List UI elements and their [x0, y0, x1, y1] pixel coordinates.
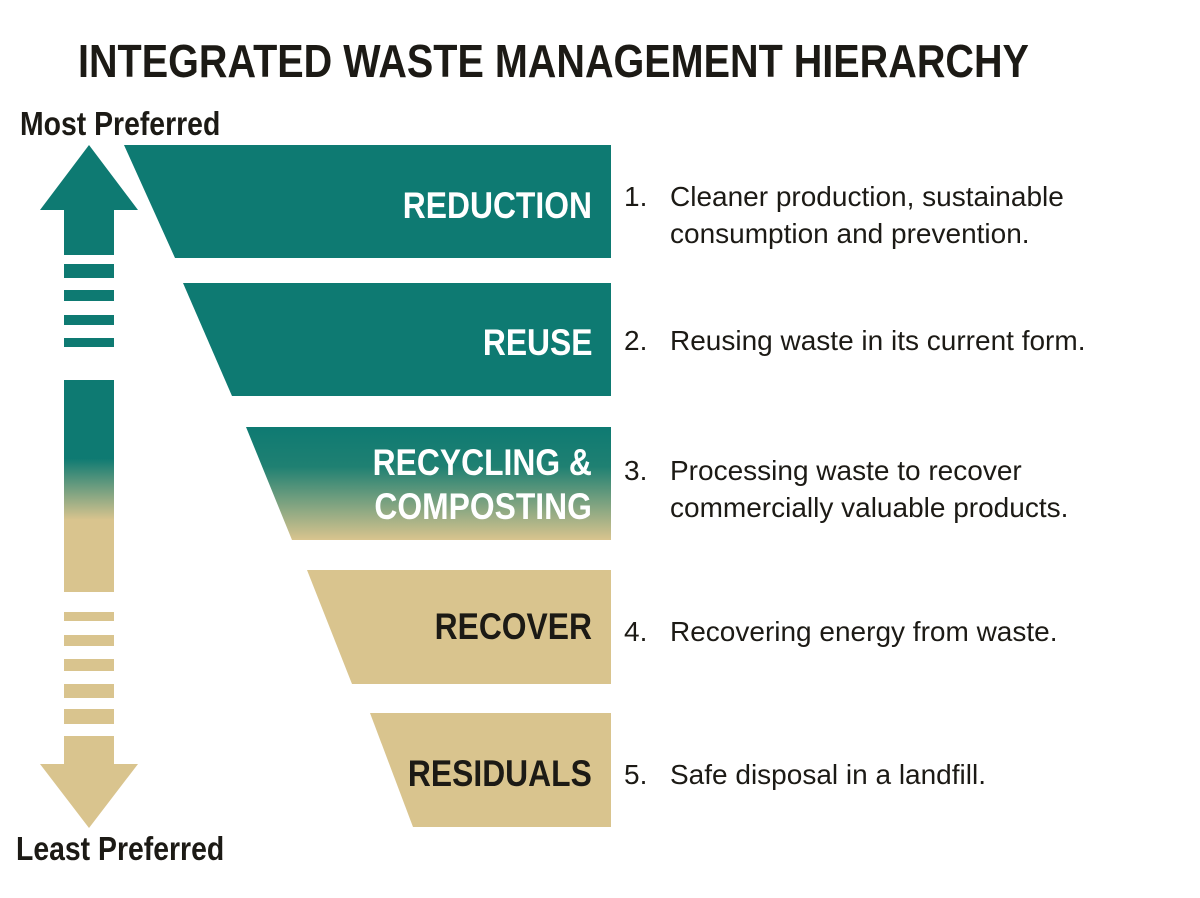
- description-line: Cleaner production, sustainable: [670, 181, 1064, 212]
- tier-band-recycling: [246, 427, 611, 540]
- description-line: commercially valuable products.: [670, 492, 1069, 523]
- tier-label-recover: RECOVER: [434, 606, 592, 647]
- tier-number: 5.: [624, 759, 648, 790]
- description-line: Processing waste to recover: [670, 455, 1022, 486]
- arrow-stripe: [64, 338, 114, 347]
- arrow-stripe: [64, 290, 114, 301]
- arrow-stripe: [64, 659, 114, 671]
- page-title: INTEGRATED WASTE MANAGEMENT HIERARCHY: [78, 35, 1029, 87]
- description-line: Safe disposal in a landfill.: [670, 759, 986, 790]
- tier-description-5: 5. Safe disposal in a landfill.: [624, 756, 986, 793]
- description-line: Recovering energy from waste.: [670, 616, 1058, 647]
- tier-number: 4.: [624, 616, 648, 647]
- arrow-stripe: [64, 315, 114, 325]
- arrow-shaft: [64, 380, 114, 592]
- tier-band-reuse: [183, 283, 611, 396]
- tier-description-3: 3. Processing waste to recover commercial…: [624, 452, 1068, 526]
- tier-description-2: 2. Reusing waste in its current form.: [624, 322, 1086, 359]
- tier-label-recycling-line1: RECYCLING &: [372, 442, 592, 483]
- tier-label-reuse: REUSE: [482, 322, 592, 363]
- arrow-stripe: [64, 264, 114, 278]
- least-preferred-label: Least Preferred: [16, 830, 225, 867]
- description-line: Reusing waste in its current form.: [670, 325, 1086, 356]
- tier-band-reduction: [124, 145, 611, 258]
- tier-band-recover: [307, 570, 611, 684]
- arrow-stripe: [64, 612, 114, 621]
- tier-number: 2.: [624, 325, 648, 356]
- arrow-down-head: [40, 736, 138, 828]
- tier-label-residuals: RESIDUALS: [408, 753, 592, 794]
- description-line: consumption and prevention.: [670, 218, 1030, 249]
- arrow-stripe: [64, 709, 114, 724]
- tier-band-residuals: [370, 713, 611, 827]
- tier-number: 3.: [624, 455, 648, 486]
- tier-description-4: 4. Recovering energy from waste.: [624, 613, 1058, 650]
- arrow-up-head: [40, 145, 138, 255]
- tier-number: 1.: [624, 181, 648, 212]
- most-preferred-label: Most Preferred: [20, 105, 221, 142]
- tier-label-reduction: REDUCTION: [402, 185, 592, 226]
- tier-description-1: 1. Cleaner production, sustainable consum…: [624, 178, 1064, 252]
- preference-arrow: [40, 145, 138, 828]
- arrow-stripe: [64, 635, 114, 646]
- tier-label-recycling-line2: COMPOSTING: [374, 486, 592, 527]
- arrow-stripe: [64, 684, 114, 698]
